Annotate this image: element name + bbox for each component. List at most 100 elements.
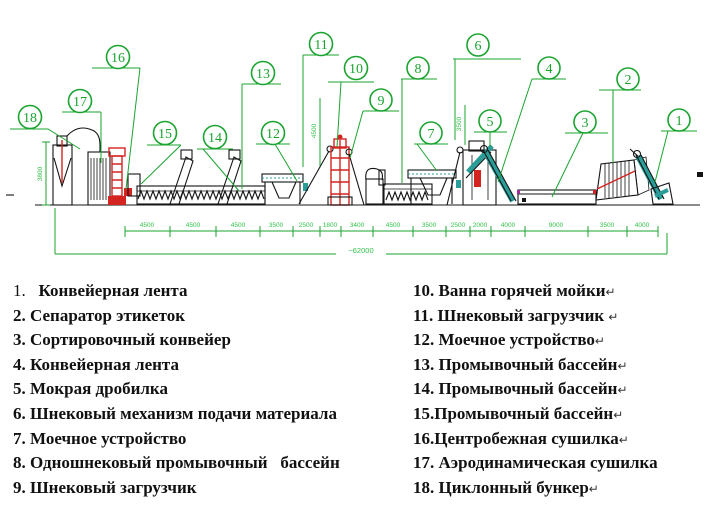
svg-text:4000: 4000 bbox=[635, 222, 650, 229]
svg-text:13: 13 bbox=[256, 67, 270, 82]
legend-item-16: 16.Центробежная сушилка↵ bbox=[413, 428, 629, 448]
legend-row-5: 5. Мокрая дробилка 14. Промывочный бассе… bbox=[13, 377, 715, 402]
legend-item-3: 3. Сортировочный конвейер bbox=[13, 330, 231, 350]
svg-text:2000: 2000 bbox=[473, 222, 488, 229]
svg-text:4: 4 bbox=[546, 62, 553, 77]
return-mark: ↵ bbox=[613, 407, 624, 422]
legend-item-8: 8. Одношнековый промывочный бассейн bbox=[13, 453, 340, 473]
aerodynamic-dryer-shape bbox=[87, 151, 111, 206]
legend-item-9: 9. Шнековый загрузчик bbox=[13, 477, 197, 497]
legend-item-6: 6. Шнековый механизм подачи материала bbox=[13, 403, 337, 423]
svg-text:8: 8 bbox=[415, 62, 422, 77]
callout-3: 3 bbox=[573, 110, 597, 134]
callout-5-leader bbox=[474, 131, 507, 147]
return-mark: ↵ bbox=[617, 358, 628, 373]
callout-6: 6 bbox=[466, 33, 490, 57]
total-dim-label: ~62000 bbox=[348, 246, 373, 255]
legend-item-14: 14. Промывочный бассейн↵ bbox=[413, 379, 628, 399]
legend-row-1: 1. Конвейерная лента 10. Ванна горячей м… bbox=[13, 279, 715, 304]
callout-11: 11 bbox=[308, 31, 334, 57]
callout-2-leader bbox=[599, 89, 641, 163]
svg-text:2500: 2500 bbox=[451, 222, 466, 229]
svg-text:5: 5 bbox=[487, 115, 494, 130]
screw-basin-8-shape bbox=[378, 169, 433, 205]
svg-text:16: 16 bbox=[111, 51, 125, 66]
svg-text:9000: 9000 bbox=[549, 222, 564, 229]
svg-text:3: 3 bbox=[582, 116, 589, 131]
height-dimensions: 3800 4500 3500 bbox=[37, 98, 466, 206]
callout-7: 7 bbox=[419, 121, 443, 145]
height-dim-4500: 4500 bbox=[311, 123, 318, 138]
callout-5: 5 bbox=[478, 109, 502, 133]
screw-loader-9-shape bbox=[345, 148, 384, 206]
callout-12: 12 bbox=[260, 120, 286, 146]
dimension-chain: 4500 4500 4500 3500 2500 1800 3400 4500 … bbox=[124, 222, 659, 237]
svg-text:11: 11 bbox=[314, 38, 327, 53]
height-dim-3500: 3500 bbox=[456, 116, 463, 131]
return-mark: ↵ bbox=[588, 481, 599, 496]
svg-text:12: 12 bbox=[266, 127, 280, 142]
svg-text:1800: 1800 bbox=[323, 222, 338, 229]
legend-item-4: 4. Конвейерная лента bbox=[13, 354, 179, 374]
callout-18: 18 bbox=[17, 104, 43, 130]
svg-text:10: 10 bbox=[349, 62, 363, 77]
return-mark: ↵ bbox=[608, 309, 619, 324]
svg-text:2: 2 bbox=[625, 73, 632, 88]
svg-text:3500: 3500 bbox=[600, 222, 615, 229]
callout-1: 1 bbox=[667, 108, 691, 132]
callout-15: 15 bbox=[152, 120, 178, 146]
svg-text:4500: 4500 bbox=[140, 222, 155, 229]
legend-item-12: 12. Моечное устройство↵ bbox=[413, 330, 605, 350]
svg-text:3500: 3500 bbox=[269, 222, 284, 229]
height-dim-3800: 3800 bbox=[37, 166, 44, 181]
callout-10: 10 bbox=[343, 55, 369, 81]
svg-text:14: 14 bbox=[208, 131, 222, 146]
callout-16-leader bbox=[92, 67, 141, 190]
callout-18-leader bbox=[10, 128, 81, 150]
total-dimension: ~62000 bbox=[54, 208, 668, 256]
svg-text:6: 6 bbox=[475, 39, 482, 54]
callout-10-leader bbox=[328, 81, 374, 148]
callout-1-leader bbox=[654, 130, 697, 183]
legend-row-4: 4. Конвейерная лента 13. Промывочный бас… bbox=[13, 353, 715, 378]
svg-text:15: 15 bbox=[158, 127, 172, 142]
legend-row-3: 3. Сортировочный конвейер 12. Моечное ус… bbox=[13, 328, 715, 353]
legend-item-13: 13. Промывочный бассейн↵ bbox=[413, 354, 628, 374]
sorting-conveyor-shape bbox=[517, 189, 597, 205]
screw-loader-11-shape bbox=[298, 145, 334, 205]
svg-text:4500: 4500 bbox=[231, 222, 246, 229]
legend-item-15: 15.Промывочный бассейн↵ bbox=[413, 403, 624, 423]
svg-text:7: 7 bbox=[428, 127, 435, 142]
callout-7-leader bbox=[414, 143, 448, 172]
legend-item-5: 5. Мокрая дробилка bbox=[13, 379, 168, 399]
legend-item-1: 1. Конвейерная лента bbox=[13, 281, 188, 300]
svg-text:1: 1 bbox=[676, 114, 683, 129]
svg-text:4000: 4000 bbox=[501, 222, 516, 229]
legend-row-2: 2. Сепаратор этикеток 11. Шнековый загру… bbox=[13, 304, 715, 329]
callout-9: 9 bbox=[369, 88, 393, 112]
legend-item-10: 10. Ванна горячей мойки↵ bbox=[413, 281, 616, 300]
callout-4: 4 bbox=[537, 56, 561, 80]
callout-circles: 1 2 3 4 5 6 7 8 9 10 11 12 13 14 15 16 1… bbox=[17, 31, 691, 150]
washing-basins-shape bbox=[136, 149, 266, 205]
callout-17: 17 bbox=[67, 88, 93, 114]
legend-row-7: 7. Моечное устройство 16.Центробежная су… bbox=[13, 427, 715, 452]
return-mark: ↵ bbox=[594, 334, 605, 349]
callout-15-leader bbox=[140, 144, 182, 185]
svg-text:4500: 4500 bbox=[386, 222, 401, 229]
cyclone-bunker-shape bbox=[52, 127, 101, 206]
svg-text:4500: 4500 bbox=[186, 222, 201, 229]
legend-item-7: 7. Моечное устройство bbox=[13, 428, 187, 448]
callout-6-leader bbox=[453, 58, 521, 140]
callout-2: 2 bbox=[616, 67, 640, 91]
centrifugal-dryer-shape bbox=[108, 147, 141, 205]
washing-device-12-shape bbox=[261, 173, 308, 204]
callout-9-leader bbox=[349, 110, 399, 159]
callout-16: 16 bbox=[105, 44, 131, 70]
wet-crusher-shape bbox=[462, 140, 497, 206]
conveyor-4-shape bbox=[479, 144, 517, 203]
process-line-diagram: 1 2 3 4 5 6 7 8 9 10 11 12 13 14 15 16 1… bbox=[6, 31, 703, 256]
return-mark: ↵ bbox=[617, 383, 628, 398]
conveyor-1-shape bbox=[629, 148, 703, 205]
